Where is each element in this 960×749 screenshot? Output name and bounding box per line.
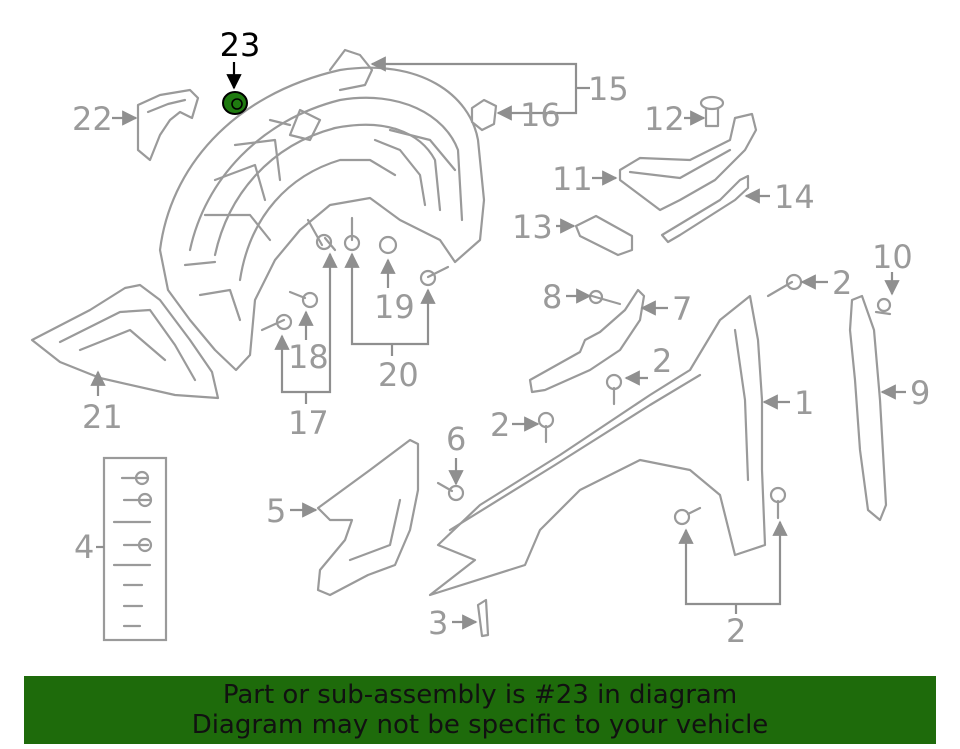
wheel-arch-liner [158,48,486,372]
callout-20[interactable]: 20 [378,356,419,394]
callout-18[interactable]: 18 [288,338,329,376]
part-1-fender [428,294,767,597]
callout-2-left[interactable]: 2 [490,406,510,444]
callout-2-bottom[interactable]: 2 [726,612,746,650]
callout-1[interactable]: 1 [794,384,814,422]
callout-22[interactable]: 22 [72,100,113,138]
callout-17[interactable]: 17 [288,404,329,442]
part-22-bracket [136,88,200,162]
part-23-clip-highlighted[interactable] [222,91,248,115]
callout-9[interactable]: 9 [910,374,930,412]
part-21-shield [30,283,220,400]
part-9-strip [848,294,888,522]
callout-19[interactable]: 19 [374,288,415,326]
callout-21[interactable]: 21 [82,398,123,436]
callout-12[interactable]: 12 [644,100,685,138]
callout-7[interactable]: 7 [672,290,692,328]
callout-8[interactable]: 8 [542,278,562,316]
part-14-strip [660,174,750,244]
part-13-block [574,214,634,257]
part-4-fastener-kit [102,456,168,642]
leader-lines [90,56,906,630]
callout-3[interactable]: 3 [428,604,448,642]
small-fasteners [260,216,892,638]
callout-5[interactable]: 5 [266,492,286,530]
callout-15[interactable]: 15 [588,70,629,108]
part-11-deflector [618,112,758,212]
callout-2-mid[interactable]: 2 [652,342,672,380]
callout-16[interactable]: 16 [520,96,561,134]
callout-13[interactable]: 13 [512,208,553,246]
callout-10[interactable]: 10 [872,238,913,276]
part-5-bracket [316,438,420,597]
banner-line-2: Diagram may not be specific to your vehi… [191,710,769,740]
callout-23[interactable]: 23 [220,26,261,64]
callout-14[interactable]: 14 [774,178,815,216]
callout-labels: 23 22 15 16 12 11 14 13 10 2 8 7 19 18 2… [72,26,930,650]
callout-4[interactable]: 4 [74,528,94,566]
part-7-bracket [528,288,646,394]
callout-2-top-right[interactable]: 2 [832,264,852,302]
banner-line-1: Part or sub-assembly is #23 in diagram [222,680,738,710]
notice-banner: Part or sub-assembly is #23 in diagram D… [24,676,936,744]
callout-11[interactable]: 11 [552,160,593,198]
part-12-screw [699,95,725,128]
part-16-clip [470,98,498,132]
callout-6[interactable]: 6 [446,420,466,458]
